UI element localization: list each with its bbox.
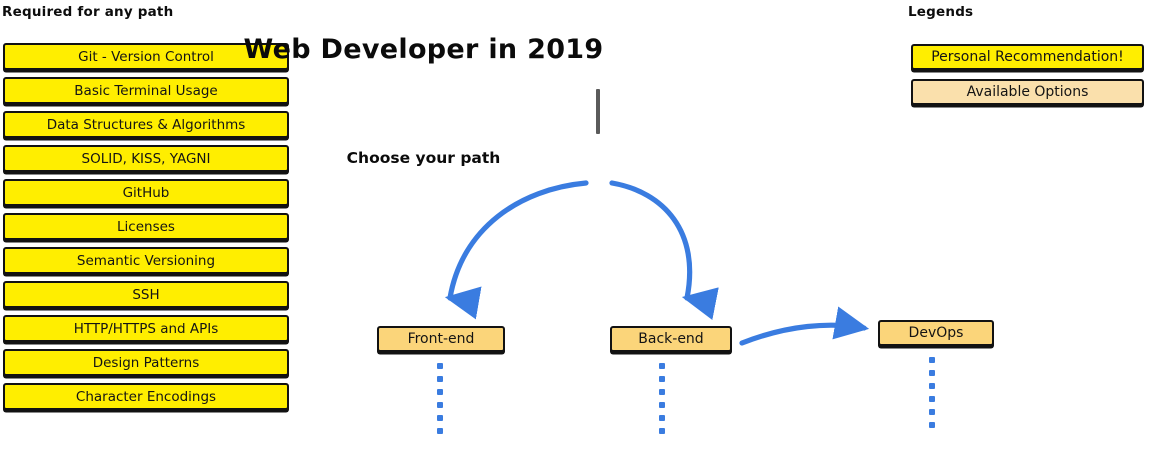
- dot: [437, 428, 443, 434]
- dot: [929, 409, 935, 415]
- dot: [659, 363, 665, 369]
- dot: [437, 415, 443, 421]
- dot: [437, 389, 443, 395]
- path-box-front-end[interactable]: Front-end: [377, 326, 505, 352]
- required-topic-item[interactable]: Licenses: [3, 213, 289, 240]
- arrow-back-end-to-devops: [739, 306, 870, 346]
- dotted-continuation-back-end: [659, 363, 666, 441]
- required-topic-item[interactable]: HTTP/HTTPS and APIs: [3, 315, 289, 342]
- dot: [659, 376, 665, 382]
- dot: [929, 396, 935, 402]
- legend-item-available-options: Available Options: [911, 79, 1144, 105]
- required-topic-item[interactable]: Character Encodings: [3, 383, 289, 410]
- dot: [929, 370, 935, 376]
- required-topic-item[interactable]: Git - Version Control: [3, 43, 289, 70]
- dotted-continuation-front-end: [437, 363, 444, 441]
- dot: [659, 402, 665, 408]
- required-topics-list: Git - Version Control Basic Terminal Usa…: [3, 43, 289, 410]
- legends-section-heading: Legends: [908, 4, 974, 20]
- dot: [659, 389, 665, 395]
- dot: [437, 376, 443, 382]
- arrow-root-to-back-end: [609, 180, 719, 320]
- required-topic-item[interactable]: Basic Terminal Usage: [3, 77, 289, 104]
- required-topic-item[interactable]: Design Patterns: [3, 349, 289, 376]
- path-box-back-end[interactable]: Back-end: [610, 326, 732, 352]
- dot: [929, 357, 935, 363]
- dot: [437, 402, 443, 408]
- arrow-root-to-front-end: [444, 180, 589, 320]
- dot: [437, 363, 443, 369]
- required-topic-item[interactable]: Data Structures & Algorithms: [3, 111, 289, 138]
- dot: [659, 428, 665, 434]
- dot: [929, 383, 935, 389]
- dot: [929, 422, 935, 428]
- required-topic-item[interactable]: SOLID, KISS, YAGNI: [3, 145, 289, 172]
- legend-list: Personal Recommendation! Available Optio…: [911, 44, 1144, 114]
- choose-your-path-label: Choose your path: [346, 149, 501, 167]
- trunk-connector-line: [596, 89, 600, 134]
- required-topic-item[interactable]: Semantic Versioning: [3, 247, 289, 274]
- required-topic-item[interactable]: SSH: [3, 281, 289, 308]
- dot: [659, 415, 665, 421]
- path-box-devops[interactable]: DevOps: [878, 320, 994, 346]
- page-title: Web Developer in 2019: [243, 34, 604, 65]
- dotted-continuation-devops: [929, 357, 936, 435]
- required-topic-item[interactable]: GitHub: [3, 179, 289, 206]
- legend-item-personal-recommendation: Personal Recommendation!: [911, 44, 1144, 70]
- required-section-heading: Required for any path: [2, 4, 174, 20]
